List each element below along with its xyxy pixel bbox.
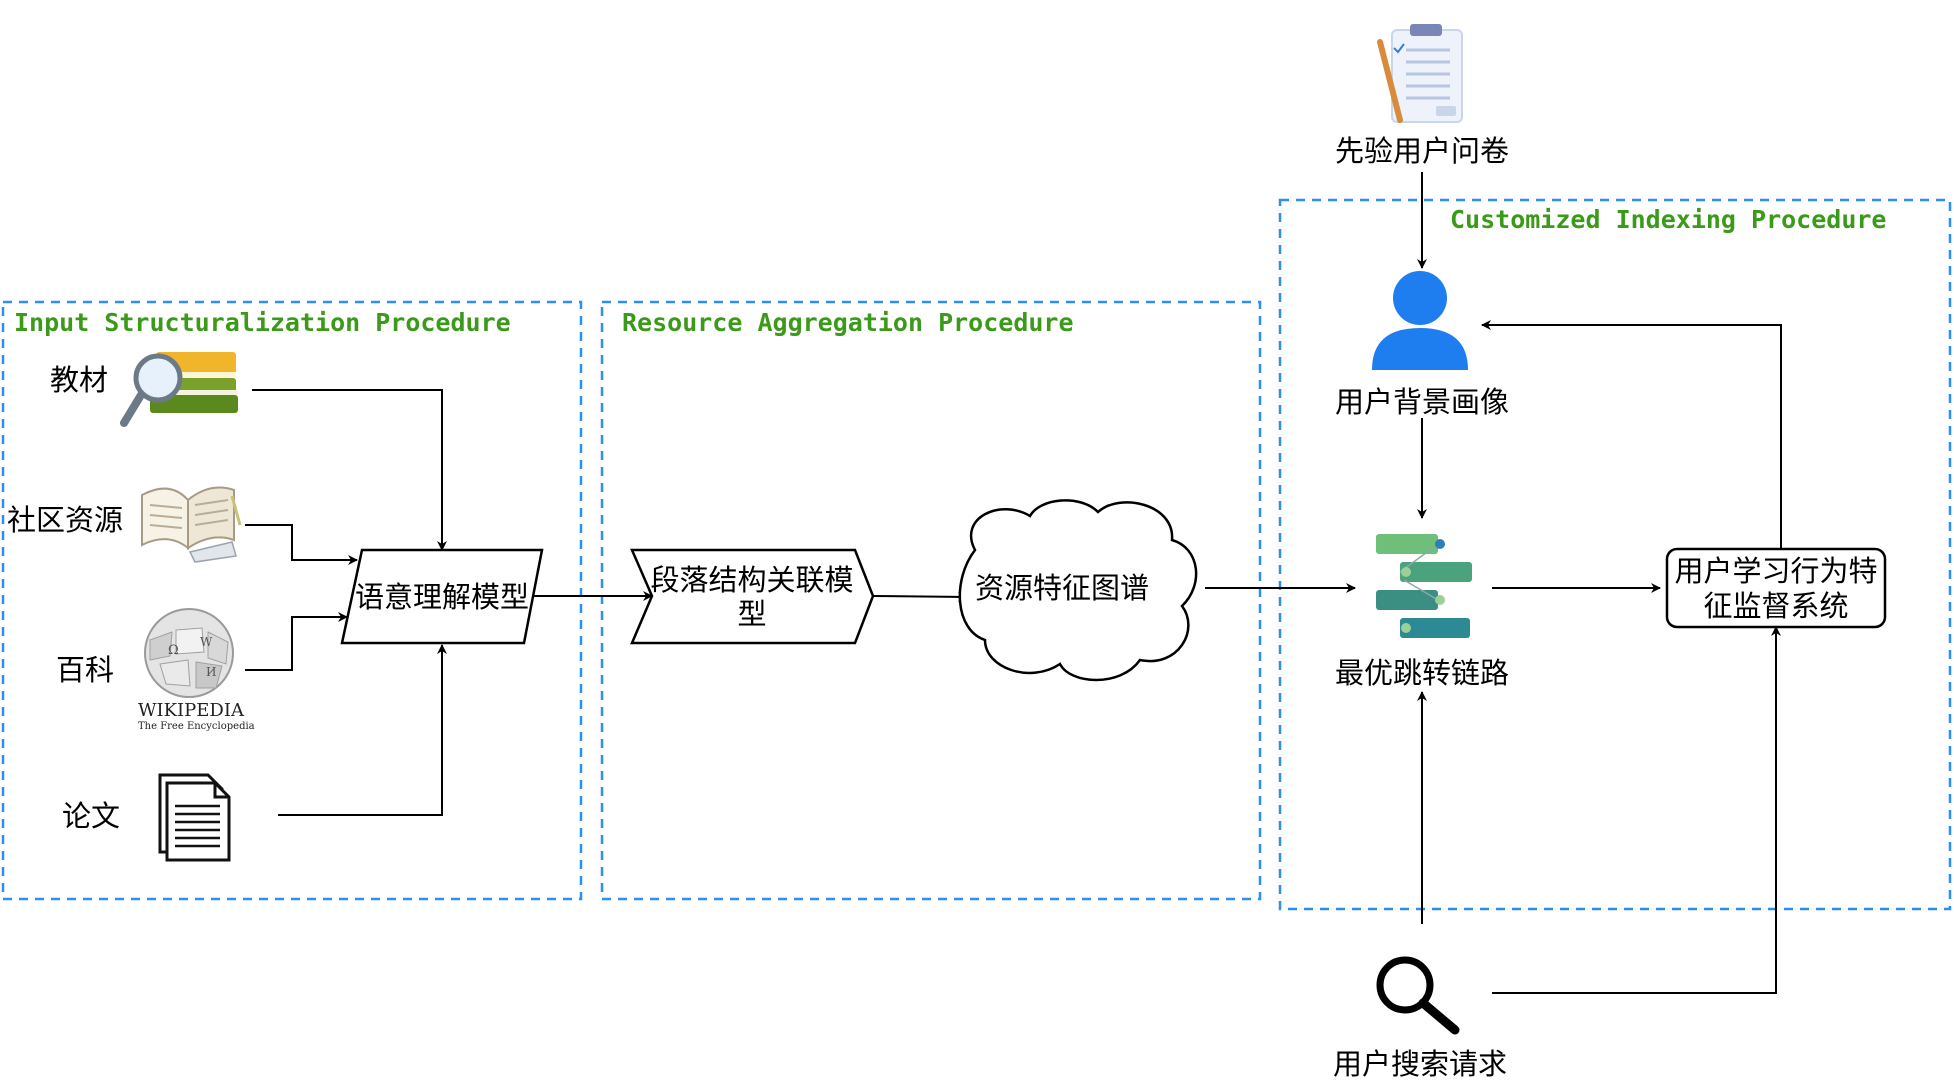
connector-paragraph-to-graph [872, 591, 968, 602]
resource-procedure-box [600, 300, 1262, 901]
custom-procedure-box [1278, 198, 1952, 911]
source-paper-label: 论文 [62, 799, 120, 833]
user-profile-label: 用户背景画像 [1335, 385, 1509, 419]
svg-text:Ω: Ω [168, 643, 179, 658]
source-community-label: 社区资源 [7, 503, 123, 537]
source-encyclopedia-label: 百科 [56, 653, 114, 687]
input-procedure-box [1, 300, 583, 901]
user-avatar-icon [1372, 271, 1468, 370]
open-book-icon [141, 486, 242, 563]
custom-procedure-title: Customized Indexing Procedure [1450, 205, 1887, 234]
books-magnifier-icon [120, 352, 238, 427]
wikipedia-globe-icon: Ω W И [144, 608, 234, 698]
wikipedia-tagline: The Free Encyclopedia [138, 721, 255, 732]
search-request-label: 用户搜索请求 [1333, 1047, 1507, 1081]
optimal-path-label: 最优跳转链路 [1335, 656, 1509, 690]
questionnaire-clipboard-icon [1377, 24, 1463, 123]
connector-textbook [252, 389, 447, 551]
svg-text:И: И [206, 665, 216, 679]
paragraph-model-label-line2: 型 [737, 597, 766, 631]
svg-text:W: W [200, 635, 213, 649]
connector-encyclopedia [245, 612, 348, 671]
prior-survey-label: 先验用户问卷 [1335, 134, 1509, 168]
source-textbook-label: 教材 [50, 363, 108, 397]
semantic-model-label: 语意理解模型 [355, 580, 529, 614]
timeline-steps-icon [1376, 534, 1472, 638]
behavior-monitor-label-line2: 征监督系统 [1703, 589, 1848, 623]
connector-paper [278, 644, 447, 816]
document-icon [158, 773, 231, 862]
search-icon [1376, 956, 1460, 1035]
behavior-monitor-label-line1: 用户学习行为特 [1674, 554, 1877, 588]
paragraph-model-node [630, 548, 875, 645]
resource-graph-label: 资源特征图谱 [975, 571, 1149, 605]
semantic-model-node [340, 548, 544, 645]
input-procedure-title: Input Structuralization Procedure [14, 308, 511, 337]
resource-graph-node [958, 499, 1198, 682]
resource-procedure-title: Resource Aggregation Procedure [622, 308, 1074, 337]
paragraph-model-label-line1: 段落结构关联模 [650, 563, 853, 597]
connector-monitor-to-profile [1481, 320, 1782, 549]
connector-community [245, 524, 358, 565]
wikipedia-wordmark: WIKIPEDIA [138, 700, 245, 721]
connector-search-to-monitor [1492, 626, 1781, 994]
